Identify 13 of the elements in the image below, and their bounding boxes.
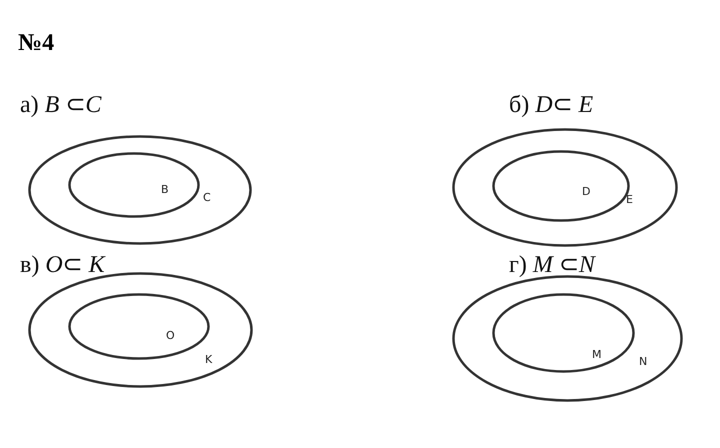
subset-statement: б) D⊂ E xyxy=(509,91,594,119)
exercise-number: №4 xyxy=(18,30,54,57)
subset-statement: г) M ⊂N xyxy=(509,251,595,279)
set-letter: O xyxy=(166,330,175,342)
set-letter: N xyxy=(639,356,648,368)
subset-statement: а) B ⊂C xyxy=(20,91,102,119)
set-letter: K xyxy=(205,354,212,366)
set-letter: D xyxy=(582,186,590,198)
set-letter: B xyxy=(161,184,169,196)
set-letter: E xyxy=(626,194,633,206)
subset-statement: в) O⊂ K xyxy=(20,251,105,279)
set-letter: M xyxy=(592,349,602,361)
set-letter: C xyxy=(203,192,211,204)
